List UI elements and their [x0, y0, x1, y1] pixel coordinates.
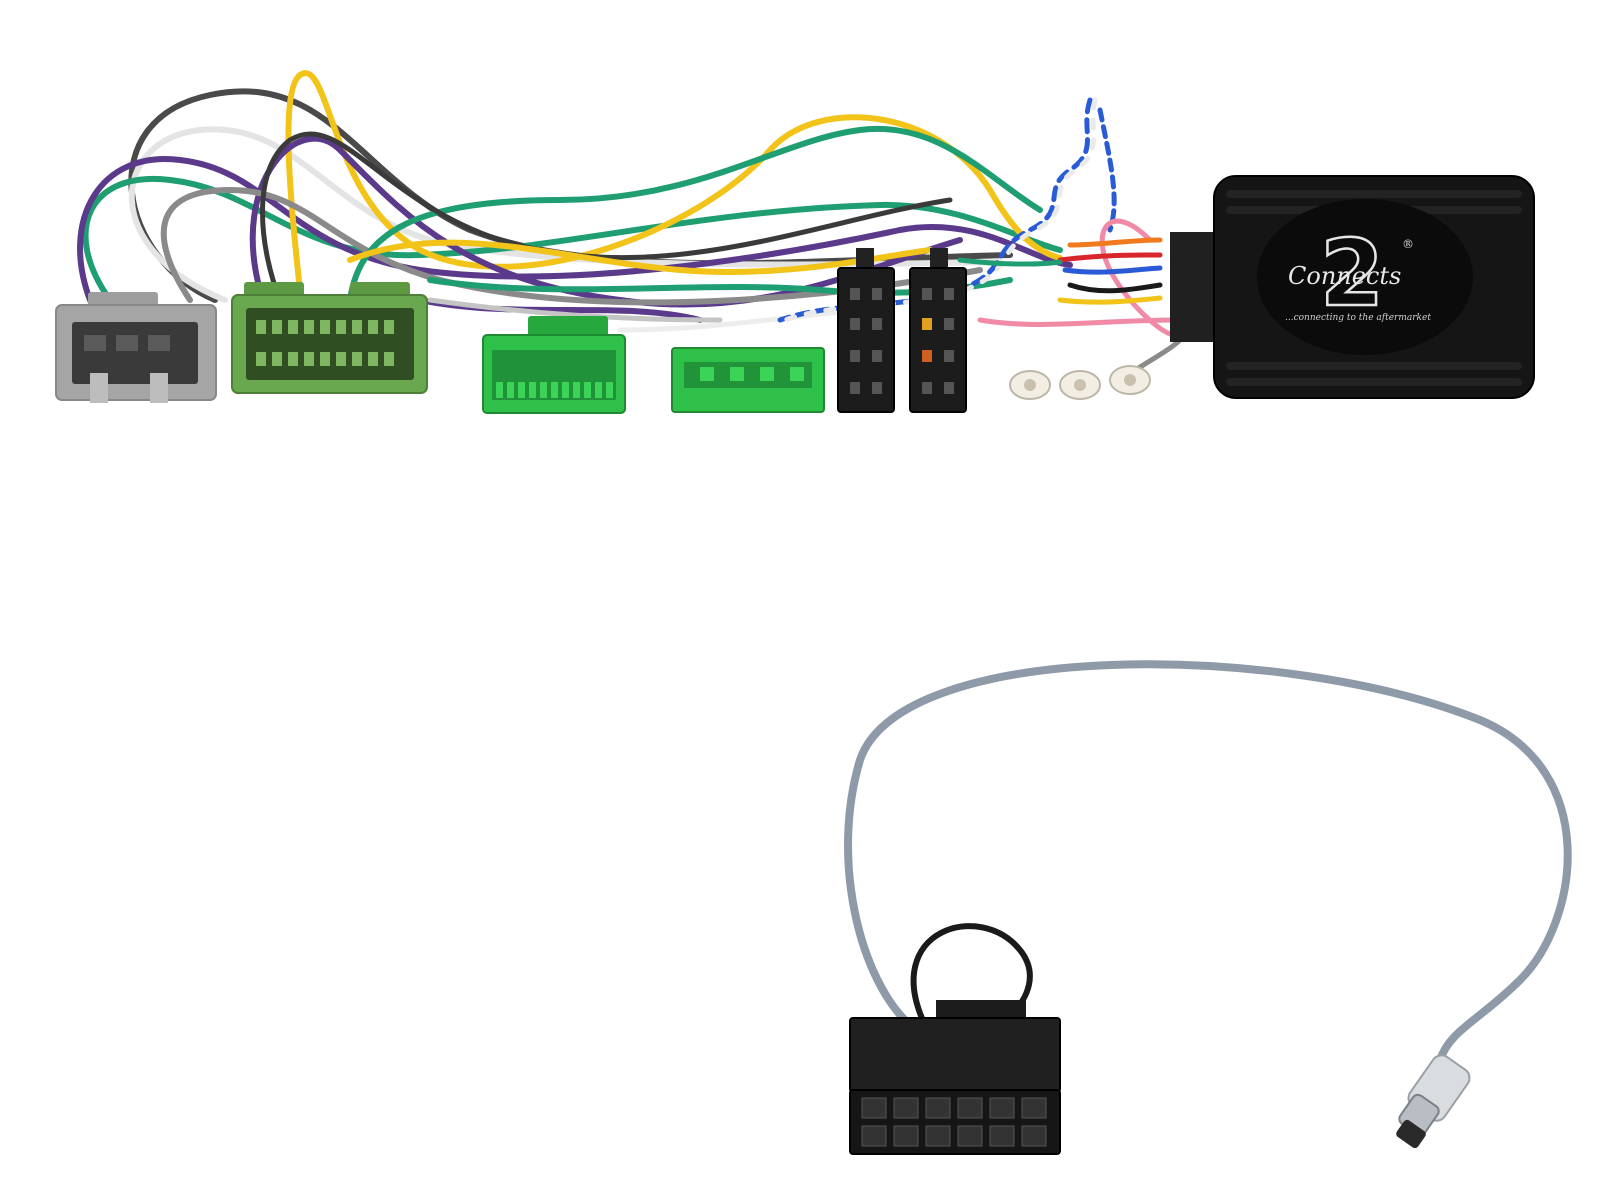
green-multipin-connector: [231, 282, 428, 394]
wire-green-d: [957, 257, 1063, 267]
antenna-plug: [1396, 1054, 1471, 1149]
wire-yellow-c: [1057, 295, 1163, 305]
multipin-radio-connector: [849, 1000, 1061, 1155]
wire-gray-a: [160, 186, 983, 306]
iso-connector-left: [837, 248, 895, 413]
interface-module: 2 Connects ...connecting to the aftermar…: [1170, 175, 1535, 399]
wire-yellow-b: [347, 239, 933, 275]
logo-symbol: 2: [1320, 220, 1384, 327]
antenna-adapter: [844, 660, 1572, 1155]
wire-red: [1057, 252, 1163, 263]
wire-dark-gray-b: [260, 131, 953, 303]
wire-blue-b: [1062, 265, 1163, 275]
registered-mark: ®: [1402, 237, 1414, 251]
wire-purple-a: [77, 156, 1073, 303]
logo-brand: Connects: [1288, 262, 1401, 290]
wire-green-b: [347, 125, 1043, 303]
bright-green-connector-a: [482, 316, 626, 414]
wire-white: [128, 126, 1003, 303]
gray-connector: [55, 292, 217, 403]
bullet-terminals: [1009, 365, 1151, 400]
black-loop-wire: [910, 923, 1033, 1028]
wire-yellow-a: [285, 70, 1063, 293]
wire-orange: [1067, 237, 1163, 248]
wire-pink-b: [977, 317, 1183, 327]
bright-green-connector-b: [671, 347, 825, 413]
iso-connector-right: [909, 248, 967, 413]
wire-black-b: [1067, 282, 1163, 294]
logo-tagline: ...connecting to the aftermarket: [1285, 313, 1431, 323]
gray-antenna-cable: [844, 660, 1572, 1064]
wire-white-b: [617, 307, 863, 333]
wire-gray-b: [427, 297, 723, 323]
